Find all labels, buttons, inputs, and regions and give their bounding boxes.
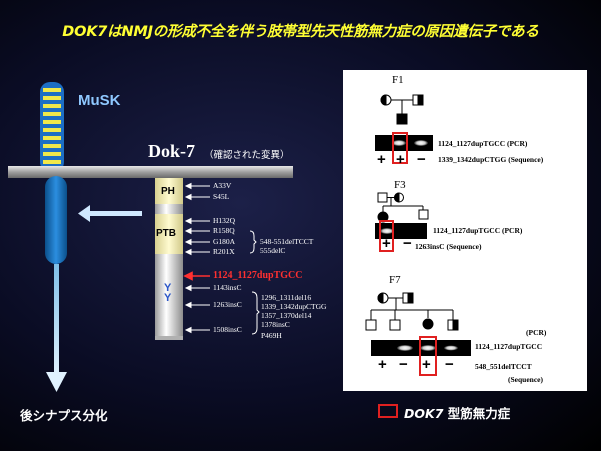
mutation-a33v: A33V <box>213 181 232 190</box>
membrane <box>8 166 293 178</box>
mutation-brackets <box>249 230 260 335</box>
f7-sign-4: − <box>445 356 454 373</box>
pedigree-gel-figure <box>365 94 471 376</box>
f1-sign-3: − <box>417 151 426 168</box>
musk-label: MuSK <box>78 92 121 109</box>
f7-label: F7 <box>389 274 401 286</box>
f1-pedigree <box>380 94 424 125</box>
mutation-1378insc: 1378insC <box>261 320 290 329</box>
f7-sign-3: + <box>422 356 431 373</box>
mutation-1508insc: 1508insC <box>213 325 242 334</box>
ph-domain-label: PH <box>161 186 175 197</box>
legend-rest: 型筋無力症 <box>443 406 511 421</box>
f1-result-seq: 1339_1342dupCTGG (Sequence) <box>438 155 544 164</box>
f3-label: F3 <box>394 179 406 191</box>
tyrosine-label: Y Y <box>164 282 172 304</box>
mutation-1339-1342dup: 1339_1342dupCTGG <box>261 302 327 311</box>
mutation-s45l: S45L <box>213 192 230 201</box>
mutation-g180a: G180A <box>213 237 236 246</box>
legend-gene: DOK7 <box>404 406 444 421</box>
f7-red-box <box>419 336 437 376</box>
mutation-1357-1370del: 1357_1370del14 <box>261 311 312 320</box>
legend-red-box <box>378 404 398 418</box>
f7-pcr-label: (PCR) <box>526 328 547 337</box>
dok7-to-musk-arrow <box>78 205 142 222</box>
f1-label: F1 <box>392 74 404 86</box>
dok7-sublabel: （確認された変異） <box>204 150 290 161</box>
dok7-label: Dok-7 <box>148 141 196 161</box>
f7-sign-1: + <box>378 356 387 373</box>
dok7-protein <box>155 178 183 340</box>
f3-gel <box>375 223 427 239</box>
mutation-555delc: 555delC <box>260 246 286 255</box>
downstream-arrow <box>46 264 67 392</box>
mutation-1296-1311del: 1296_1311del16 <box>261 293 312 302</box>
f1-sign-1: + <box>377 151 386 168</box>
highlight-arrow <box>183 271 210 281</box>
mutation-1263insc: 1263insC <box>213 300 242 309</box>
f1-red-box <box>392 132 408 164</box>
f3-result-pcr: 1124_1127dupTGCC (PCR) <box>433 226 523 235</box>
mutation-1143insc: 1143insC <box>213 283 242 292</box>
mutation-p469h: P469H <box>261 331 282 340</box>
mutation-h132q: H132Q <box>213 216 236 225</box>
f7-result-pcr: 1124_1127dupTGCC <box>475 342 543 351</box>
mutation-548-551del: 548-551delTCCT <box>260 237 314 246</box>
legend-text: DOK7 型筋無力症 <box>404 403 510 422</box>
f1-result-pcr: 1124_1127dupTGCC (PCR) <box>438 139 528 148</box>
f3-result-seq: 1263insC (Sequence) <box>415 242 482 251</box>
f3-sign-1: + <box>382 235 391 252</box>
family-analysis-panel: F1 1124_1127dupTGCC (PCR) 1339_1342dupCT… <box>343 70 587 391</box>
f7-seq-label: (Sequence) <box>508 375 543 384</box>
mutation-arrows <box>184 182 210 334</box>
f7-result-seq: 548_551delTCCT <box>475 362 532 371</box>
mutation-r158q: R158Q <box>213 226 235 235</box>
f3-red-box <box>379 220 394 252</box>
f7-pedigree <box>365 292 459 331</box>
mutation-1124-1127dup: 1124_1127dupTGCC <box>213 270 303 281</box>
f3-pedigree <box>377 192 429 223</box>
musk-receptor <box>40 82 64 172</box>
f7-sign-2: − <box>399 356 408 373</box>
postsynaptic-label: 後シナプス分化 <box>20 408 108 423</box>
mutation-r201x: R201X <box>213 247 235 256</box>
ptb-domain-label: PTB <box>156 228 176 239</box>
f3-sign-2: − <box>403 235 412 252</box>
f1-sign-2: + <box>396 151 405 168</box>
slide-title: DOK7はNMJの形成不全を伴う肢帯型先天性筋無力症の原因遺伝子である <box>62 24 539 40</box>
musk-intracellular <box>45 176 67 264</box>
